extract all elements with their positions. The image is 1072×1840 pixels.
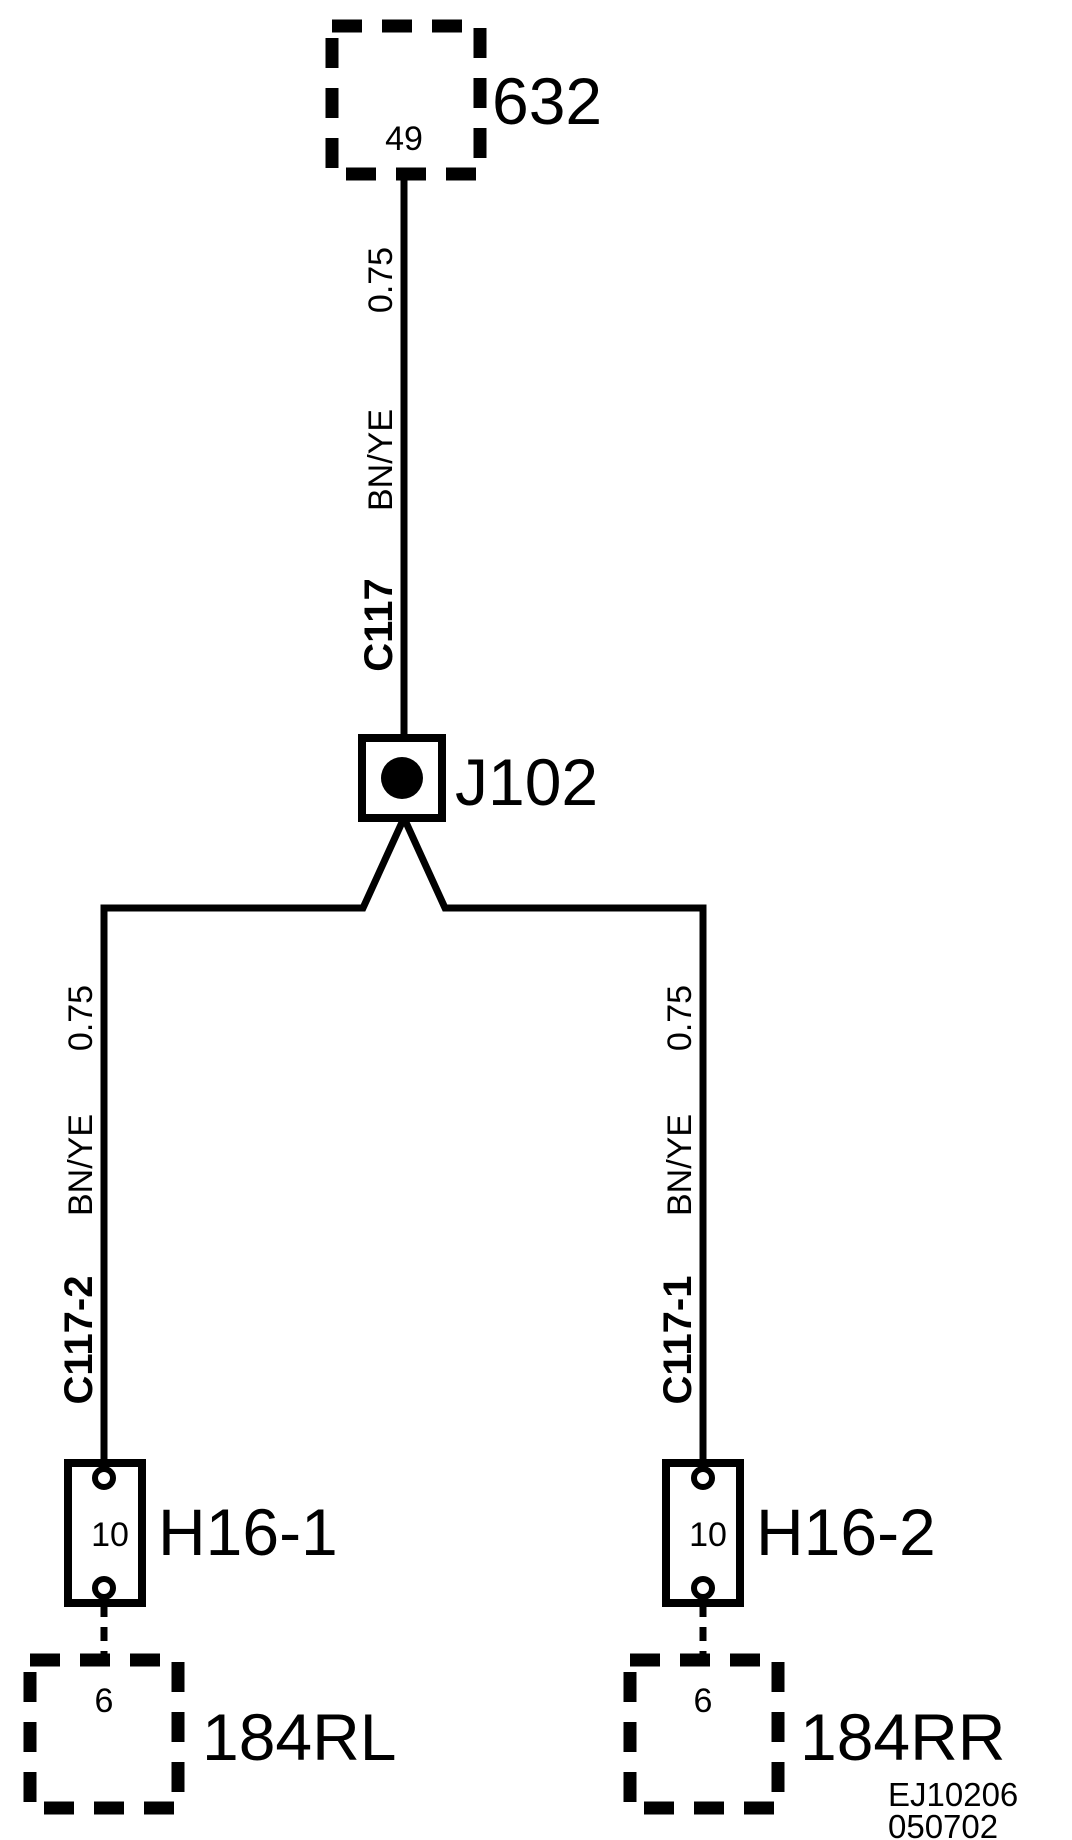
wire-c117-1[interactable] xyxy=(400,816,707,1463)
connector-h16-2-pin: 10 xyxy=(689,1516,727,1554)
component-184rr-pin: 6 xyxy=(694,1682,713,1720)
component-632-label: 632 xyxy=(492,64,602,138)
component-632[interactable]: 49 xyxy=(325,19,487,181)
component-184rl-label: 184RL xyxy=(202,1700,397,1774)
connector-h16-2-label: H16-2 xyxy=(756,1495,936,1569)
splice-j102-dot xyxy=(381,757,423,799)
connector-h16-2-pin-top xyxy=(691,1466,715,1490)
splice-j102-label: J102 xyxy=(455,745,598,819)
wire-c117-2[interactable] xyxy=(100,816,408,1463)
wire-c117-circuit: C117 xyxy=(357,578,401,671)
wire-c117-2-labels: 0.75 BN/YE C117-2 xyxy=(57,985,101,1405)
connector-h16-1-label: H16-1 xyxy=(158,1495,338,1569)
component-184rl-outline xyxy=(23,1653,185,1815)
connector-h16-1[interactable]: 10 xyxy=(64,1459,146,1607)
wire-c117-labels: 0.75 BN/YE C117 xyxy=(357,247,401,672)
wire-c117-2-circuit: C117-2 xyxy=(57,1276,101,1405)
component-632-pin: 49 xyxy=(385,120,423,158)
splice-j102[interactable] xyxy=(358,734,446,822)
wire-c117-1-color: BN/YE xyxy=(661,1114,699,1216)
wire-c117-1-gauge: 0.75 xyxy=(661,985,699,1051)
diagram-code-line1: EJ10206 xyxy=(888,1776,1018,1813)
wire-c117-2-color: BN/YE xyxy=(62,1114,100,1216)
diagram-code-line2: 050702 xyxy=(888,1808,998,1840)
wire-c117-1-labels: 0.75 BN/YE C117-1 xyxy=(656,985,700,1405)
component-184rl[interactable]: 6 xyxy=(23,1653,185,1815)
connector-h16-1-pin-top xyxy=(92,1466,116,1490)
wire-c117-1-circuit: C117-1 xyxy=(656,1276,700,1405)
component-184rr[interactable]: 6 xyxy=(623,1653,785,1815)
wire-c117-gauge: 0.75 xyxy=(362,247,400,313)
component-184rl-pin: 6 xyxy=(95,1682,114,1720)
connector-h16-1-pin: 10 xyxy=(91,1516,129,1554)
component-184rr-label: 184RR xyxy=(800,1700,1005,1774)
wire-c117-color: BN/YE xyxy=(362,409,400,511)
connector-h16-1-pin-bottom xyxy=(92,1576,116,1600)
connector-h16-2[interactable]: 10 xyxy=(662,1459,744,1607)
connector-h16-2-pin-bottom xyxy=(691,1576,715,1600)
wire-c117-2-gauge: 0.75 xyxy=(62,985,100,1051)
component-184rr-outline xyxy=(623,1653,785,1815)
